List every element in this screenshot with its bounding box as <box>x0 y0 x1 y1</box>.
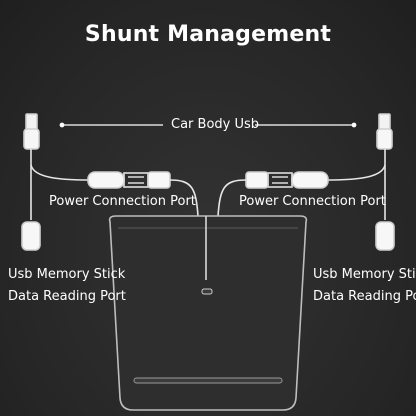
right-cable-assembly <box>217 113 395 251</box>
power-connection-port-left-label: Power Connection Port <box>49 194 196 209</box>
page-title: Shunt Management <box>84 22 332 47</box>
left-cable-assembly <box>21 113 199 251</box>
car-body-usb-label: Car Body Usb <box>171 117 260 132</box>
data-reading-port-left-label: Data Reading Port <box>8 289 126 304</box>
data-reading-port-right-label: Data Reading Port <box>313 289 416 304</box>
organizer-tray <box>108 215 308 411</box>
power-connection-port-right-label: Power Connection Port <box>239 194 386 209</box>
car-body-usb-line <box>59 122 357 128</box>
usb-memory-stick-right-label: Usb Memory Stick <box>313 267 416 282</box>
usb-memory-stick-left-label: Usb Memory Stick <box>8 267 126 282</box>
